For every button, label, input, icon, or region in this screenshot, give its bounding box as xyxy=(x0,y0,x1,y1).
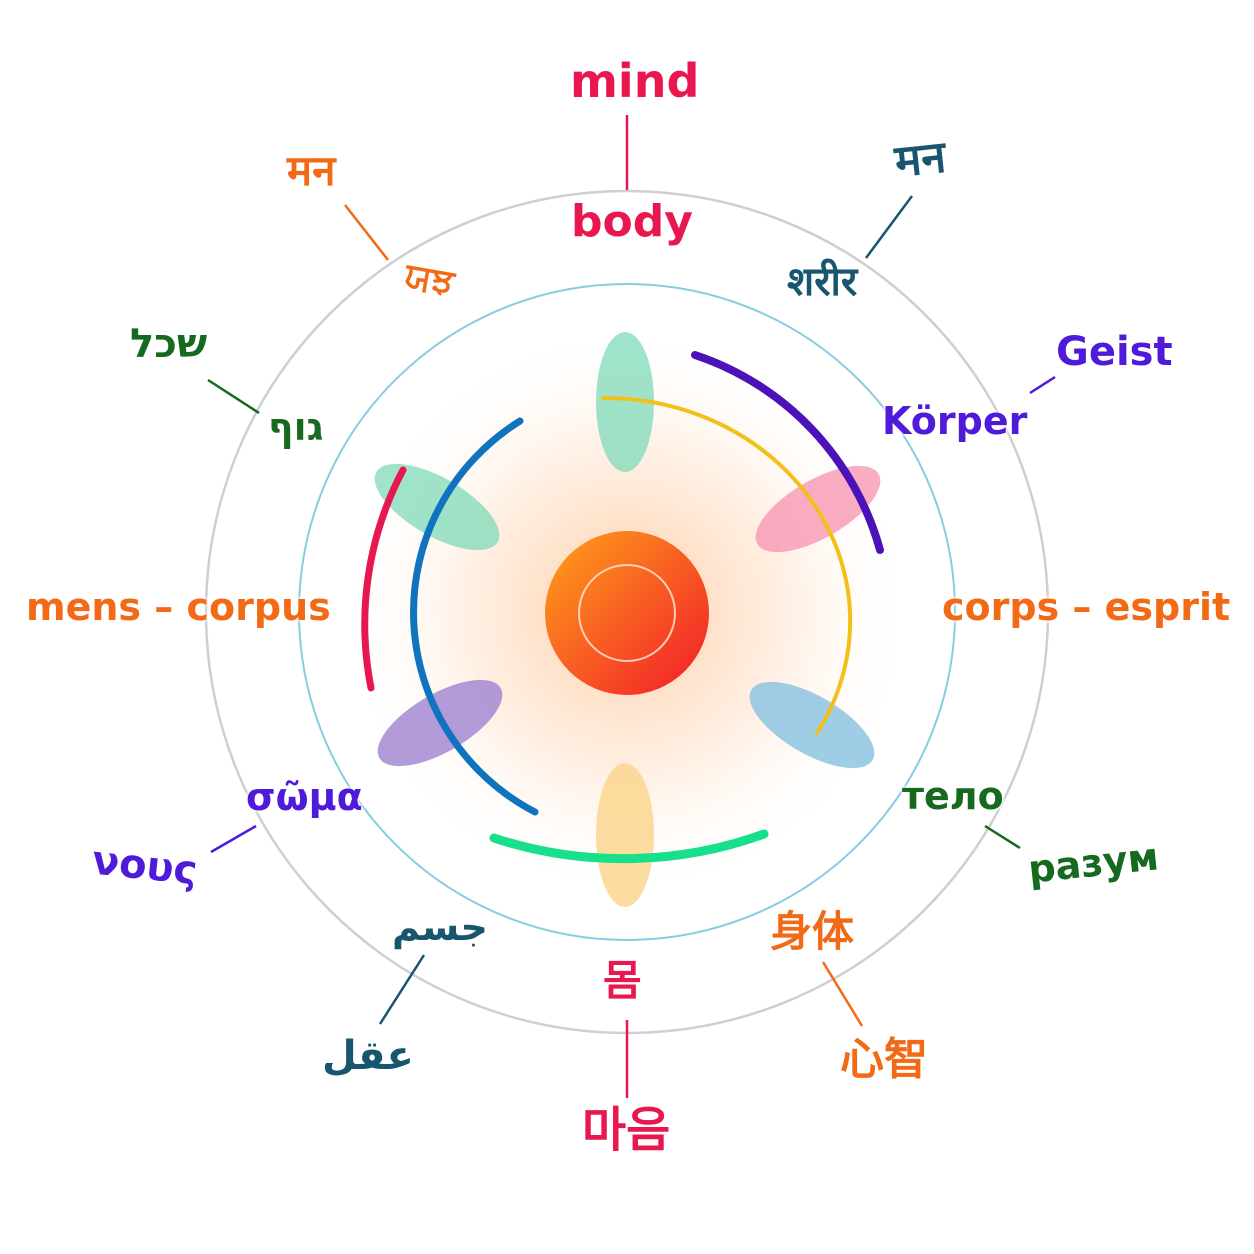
label-ar-body: جسم xyxy=(392,905,488,949)
petal-bottom xyxy=(596,763,654,907)
label-pa-mind: मन xyxy=(287,146,336,195)
label-en-body: body xyxy=(571,196,693,247)
core-circle xyxy=(545,531,709,695)
label-el-mind: νους xyxy=(89,837,200,895)
leader-zh xyxy=(821,961,864,1027)
arc-blue xyxy=(410,417,539,816)
leader-hi xyxy=(864,195,914,259)
leader-de xyxy=(1029,375,1056,395)
leader-el xyxy=(210,824,257,854)
arc-green xyxy=(489,829,769,864)
arc-red xyxy=(361,466,407,692)
label-he-mind: שכל xyxy=(130,321,208,367)
label-fr-pair: corps – esprit xyxy=(942,585,1231,629)
leader-pa xyxy=(344,204,389,261)
label-he-body: גוף xyxy=(268,405,324,449)
leader-ru xyxy=(984,824,1021,850)
label-la-pair: mens – corpus xyxy=(26,585,331,629)
label-pa-body: ਯਝ xyxy=(401,255,458,304)
label-zh-mind: 心智 xyxy=(840,1034,928,1085)
arc-yellow xyxy=(601,395,853,735)
petal-lower-right xyxy=(749,681,875,769)
label-hi-mind: मन xyxy=(892,131,949,188)
label-en-mind: mind xyxy=(570,54,700,108)
arc-purple xyxy=(691,351,884,554)
label-de-mind: Geist xyxy=(1056,329,1173,375)
label-ru-body: тело xyxy=(902,774,1004,818)
label-ar-mind: عقل xyxy=(322,1033,414,1079)
label-hi-body: शरीर xyxy=(787,259,858,305)
label-ko-body: 몸 xyxy=(603,956,642,1005)
label-zh-body: 身体 xyxy=(770,907,855,956)
leader-he xyxy=(207,378,260,415)
leader-ar xyxy=(378,954,426,1025)
inner-ring xyxy=(298,283,956,941)
petal-top xyxy=(596,332,654,472)
label-el-body: σῶμα xyxy=(246,775,363,819)
core-inner-ring xyxy=(578,564,676,662)
label-de-body: Körper xyxy=(882,399,1028,443)
label-ko-mind: 마음 xyxy=(582,1102,671,1158)
